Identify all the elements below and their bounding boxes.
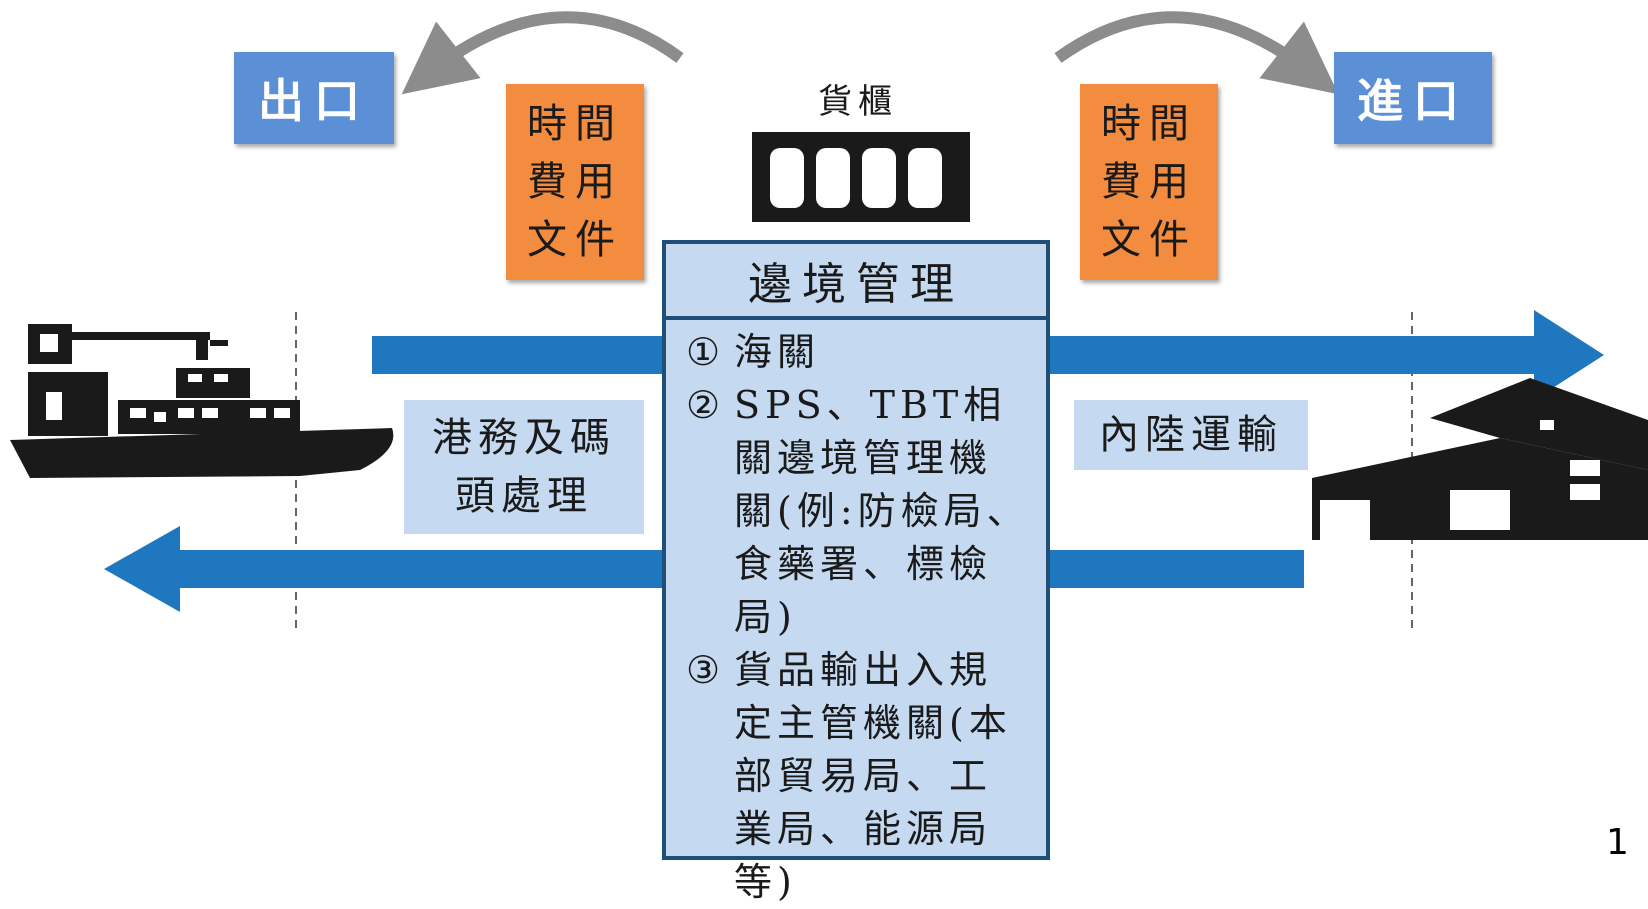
border-management-panel: 邊境管理 ① 海關 ② SPS、TBT相關邊境管理機關(例:防檢局、食藥署、標檢… — [662, 240, 1050, 904]
page-number: 1 — [1606, 822, 1629, 863]
cost-fee-text: 費用 — [527, 159, 623, 205]
item-text: 貨品輸出入規定主管機關(本部貿易局、工業局、能源局等) — [734, 648, 1012, 904]
port-handling-line-2: 頭處理 — [455, 473, 593, 519]
item-number: ① — [686, 330, 726, 374]
port-handling-line-1: 港務及碼 — [432, 415, 616, 461]
item-text: 海關 — [734, 330, 821, 374]
border-management-list: ① 海關 ② SPS、TBT相關邊境管理機關(例:防檢局、食藥署、標檢局) ③ … — [666, 320, 1046, 909]
list-item: ② SPS、TBT相關邊境管理機關(例:防檢局、食藥署、標檢局) — [686, 379, 1030, 644]
item-number: ③ — [686, 648, 726, 692]
inland-transport-text: 內陸運輸 — [1099, 412, 1283, 458]
import-label-text: 進口 — [1357, 74, 1469, 128]
cost-time-text: 時間 — [527, 101, 623, 147]
port-handling-box: 港務及碼 頭處理 — [404, 400, 644, 534]
warehouse-icon — [1312, 378, 1648, 540]
cost-time-text: 時間 — [1101, 101, 1197, 147]
export-label-text: 出口 — [258, 74, 370, 128]
import-curved-arrow — [1054, 11, 1339, 95]
cost-document-text: 文件 — [1101, 217, 1197, 263]
import-cost-box: 時間 費用 文件 — [1080, 84, 1218, 280]
cost-document-text: 文件 — [527, 217, 623, 263]
export-cost-box: 時間 費用 文件 — [506, 84, 644, 280]
container-label: 貨櫃 — [818, 82, 898, 122]
cost-fee-text: 費用 — [1101, 159, 1197, 205]
inland-transport-box: 內陸運輸 — [1074, 400, 1308, 470]
cargo-ship-icon — [10, 324, 394, 478]
border-management-title: 邊境管理 — [666, 244, 1046, 320]
list-item: ③ 貨品輸出入規定主管機關(本部貿易局、工業局、能源局等) — [686, 644, 1030, 909]
export-label: 出口 — [234, 52, 394, 144]
shipping-container-icon — [752, 132, 970, 222]
item-text: SPS、TBT相關邊境管理機關(例:防檢局、食藥署、標檢局) — [734, 383, 1030, 639]
item-number: ② — [686, 383, 726, 427]
list-item: ① 海關 — [686, 326, 1030, 379]
import-label: 進口 — [1334, 52, 1492, 144]
export-curved-arrow — [401, 11, 684, 95]
